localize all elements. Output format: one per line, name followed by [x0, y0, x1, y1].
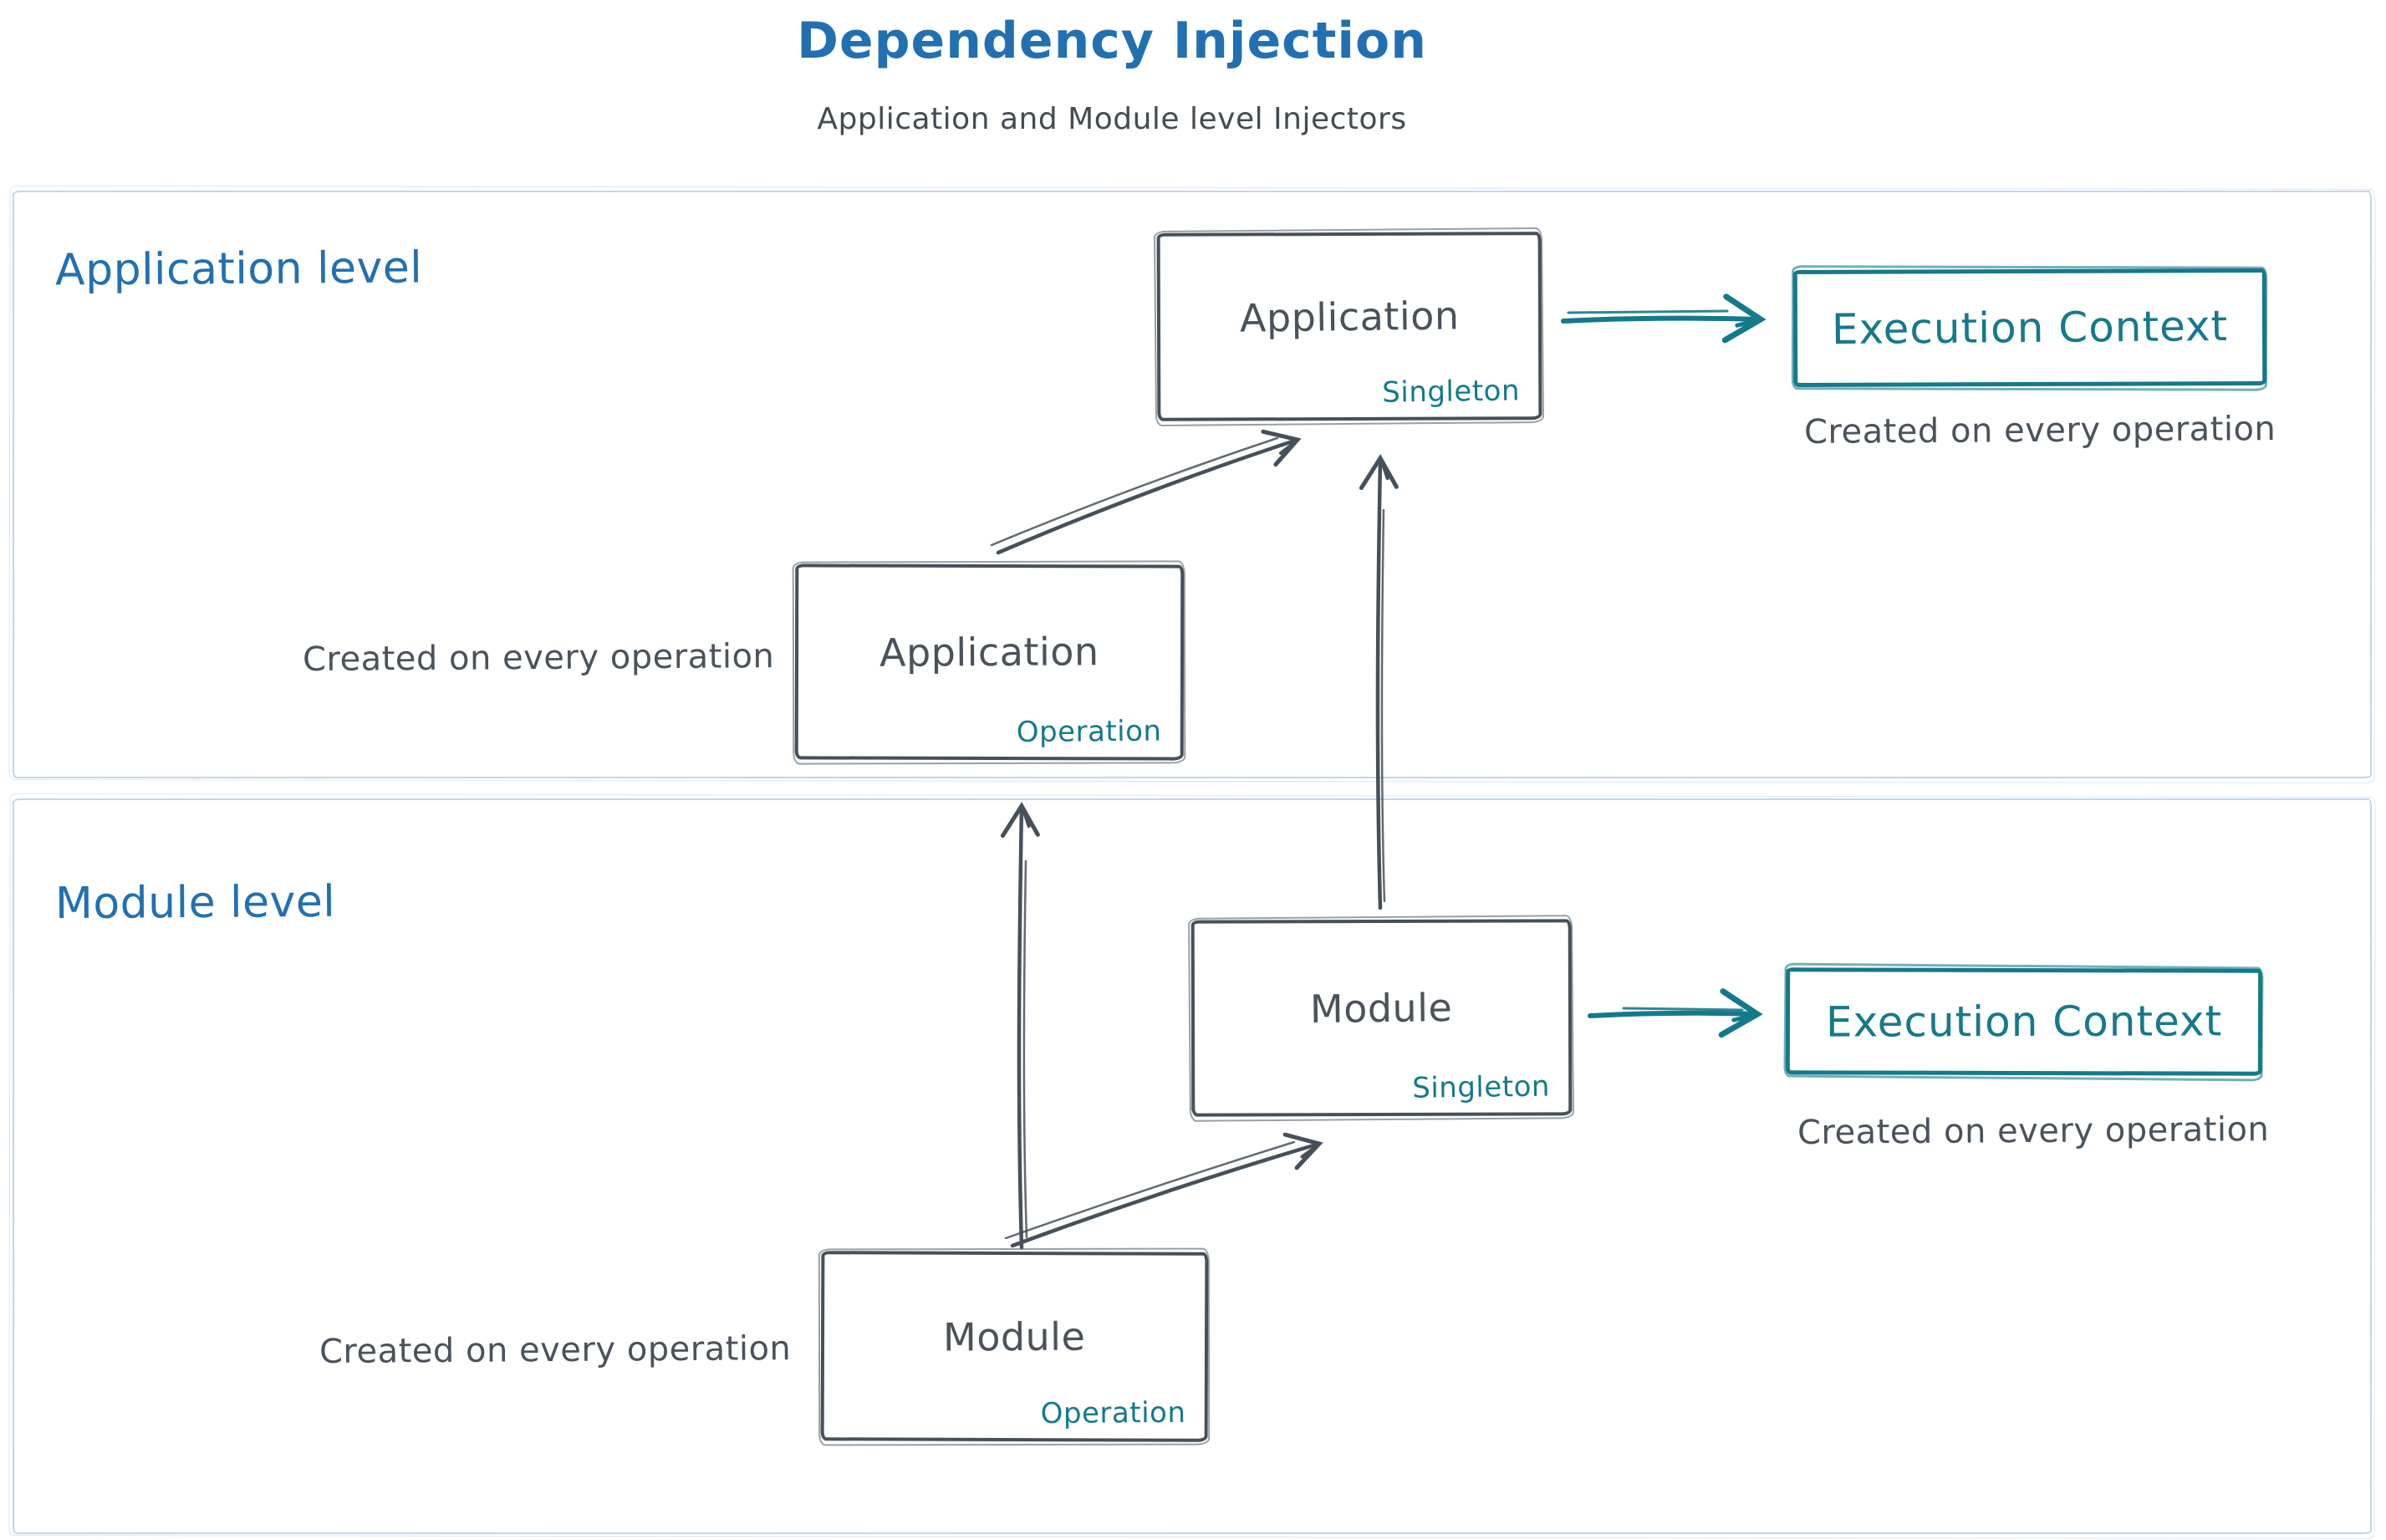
application-operation-caption: Created on every operation: [302, 637, 775, 679]
application-execution-context-caption: Created on every operation: [1803, 410, 2276, 451]
module-level-label: Module level: [54, 876, 336, 930]
module-level-container: [13, 798, 2372, 1534]
node-module-singleton-badge: Singleton: [1412, 1069, 1551, 1105]
node-module-singleton: Module Singleton: [1190, 919, 1573, 1117]
module-execution-context-title: Execution Context: [1825, 997, 2223, 1047]
node-application-operation-title: Application: [879, 629, 1099, 676]
node-application-singleton: Application Singleton: [1156, 232, 1542, 421]
page-title: Dependency Injection: [797, 12, 1427, 70]
application-level-label: Application level: [54, 242, 423, 296]
node-application-singleton-badge: Singleton: [1382, 374, 1521, 410]
node-module-operation-title: Module: [943, 1313, 1086, 1359]
node-module-operation-badge: Operation: [1040, 1395, 1186, 1431]
module-execution-context-caption: Created on every operation: [1797, 1110, 2270, 1152]
node-module-operation: Module Operation: [820, 1251, 1209, 1442]
node-application-operation-badge: Operation: [1016, 714, 1162, 749]
application-execution-context-title: Execution Context: [1831, 301, 2229, 354]
box-application-execution-context: Execution Context: [1792, 268, 2267, 387]
node-application-singleton-title: Application: [1239, 292, 1460, 341]
box-module-execution-context: Execution Context: [1785, 967, 2263, 1076]
node-module-singleton-title: Module: [1310, 984, 1453, 1032]
application-level-container: [13, 191, 2372, 778]
module-operation-caption: Created on every operation: [319, 1329, 792, 1371]
node-application-operation: Application Operation: [794, 563, 1185, 761]
page-subtitle: Application and Module level Injectors: [817, 102, 1407, 136]
